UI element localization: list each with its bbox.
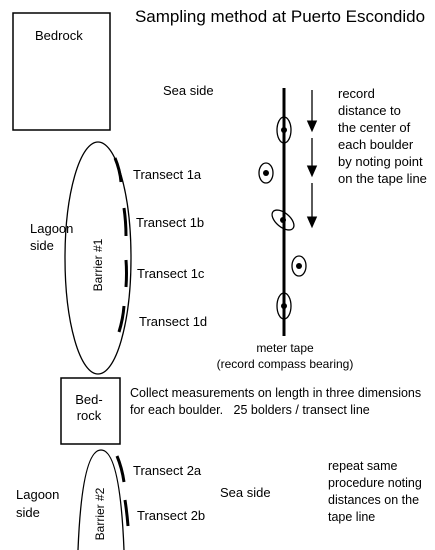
svg-text:the center of: the center of [338, 120, 411, 135]
lagoon-side-bottom-line1: Lagoon [16, 487, 59, 502]
boulder-4 [291, 255, 307, 277]
lagoon-side-top-line1: Lagoon [30, 221, 73, 236]
bedrock-mid-box [60, 377, 121, 445]
transect-2b-mark [123, 499, 130, 527]
svg-text:distances on the: distances on the [328, 493, 419, 507]
svg-text:distance to: distance to [338, 103, 401, 118]
bedrock-mid-line1: Bed- [75, 392, 102, 407]
boulder-1 [276, 116, 292, 144]
svg-text:procedure noting: procedure noting [328, 476, 422, 490]
svg-text:repeat same: repeat same [328, 459, 398, 473]
sea-side-top-label: Sea side [163, 83, 214, 98]
svg-text:each boulder: each boulder [338, 137, 414, 152]
transect-2b-label: Transect 2b [137, 508, 205, 523]
boulder-2 [258, 162, 274, 184]
transect-1b-label: Transect 1b [136, 215, 204, 230]
sea-side-bottom-label: Sea side [220, 485, 271, 500]
barrier-2-label: Barrier #2 [93, 487, 107, 540]
barrier-2-ellipse [77, 449, 125, 550]
transect-2a-label: Transect 2a [133, 463, 202, 478]
transect-1a-mark [113, 157, 123, 183]
svg-text:tape line: tape line [328, 510, 375, 524]
lagoon-side-bottom-line2: side [16, 505, 40, 520]
meter-tape-label: meter tape [256, 341, 314, 355]
boulder-3 [271, 209, 295, 231]
barrier-1-label: Barrier #1 [91, 238, 105, 291]
svg-text:on the tape line: on the tape line [338, 171, 427, 186]
boulder-5 [276, 292, 292, 320]
record-note: record distance to the center of each bo… [338, 86, 427, 186]
bedrock-top-box [12, 12, 111, 131]
svg-text:by noting point: by noting point [338, 154, 423, 169]
diagram-title: Sampling method at Puerto Escondido [135, 7, 425, 26]
meter-tape-sublabel: (record compass bearing) [217, 357, 354, 371]
transect-1c-label: Transect 1c [137, 266, 205, 281]
bedrock-top-label: Bedrock [35, 28, 83, 43]
transect-1b-mark [122, 207, 128, 237]
measure-note-line1: Collect measurements on length in three … [130, 386, 421, 400]
barrier-1-ellipse [64, 141, 132, 375]
measure-note-line2: for each boulder. 25 bolders / transect … [130, 403, 370, 417]
repeat-note: repeat same procedure noting distances o… [328, 459, 422, 524]
transect-1d-mark [117, 305, 126, 333]
svg-text:record: record [338, 86, 375, 101]
transect-1d-label: Transect 1d [139, 314, 207, 329]
transect-1c-mark [124, 259, 128, 288]
lagoon-side-top-line2: side [30, 238, 54, 253]
transect-2a-mark [115, 455, 126, 483]
bedrock-mid-line2: rock [77, 408, 102, 423]
transect-1a-label: Transect 1a [133, 167, 202, 182]
